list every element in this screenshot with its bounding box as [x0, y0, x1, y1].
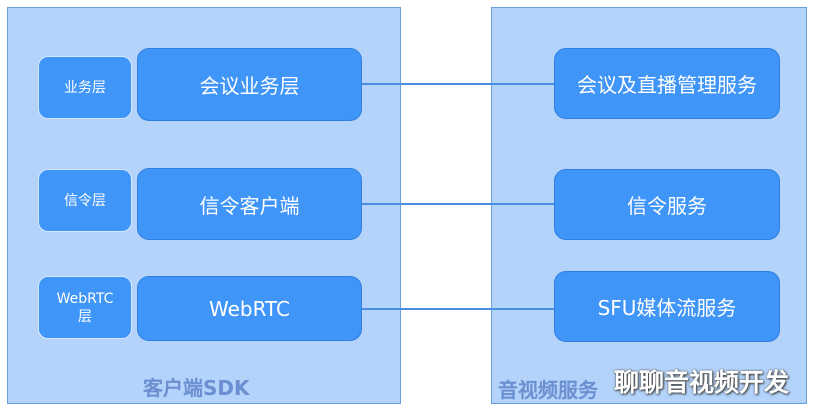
service-sfu: SFU媒体流服务 [554, 271, 780, 342]
component-signaling-client: 信令客户端 [137, 168, 362, 240]
service-meeting-live: 会议及直播管理服务 [554, 48, 780, 119]
layer-label-signaling: 信令层 [38, 169, 132, 232]
layer-label-webrtc: WebRTC 层 [38, 276, 132, 339]
connector-webrtc [361, 308, 554, 310]
service-signaling: 信令服务 [554, 169, 780, 240]
component-business: 会议业务层 [137, 48, 362, 121]
watermark: 聊聊音视频开发 [614, 368, 790, 397]
client-sdk-label: 客户端SDK [143, 376, 250, 400]
layer-label-business: 业务层 [38, 56, 132, 119]
connector-signaling [361, 203, 554, 205]
av-service-label: 音视频服务 [498, 378, 598, 402]
component-webrtc: WebRTC [137, 276, 362, 341]
connector-business [361, 83, 554, 85]
